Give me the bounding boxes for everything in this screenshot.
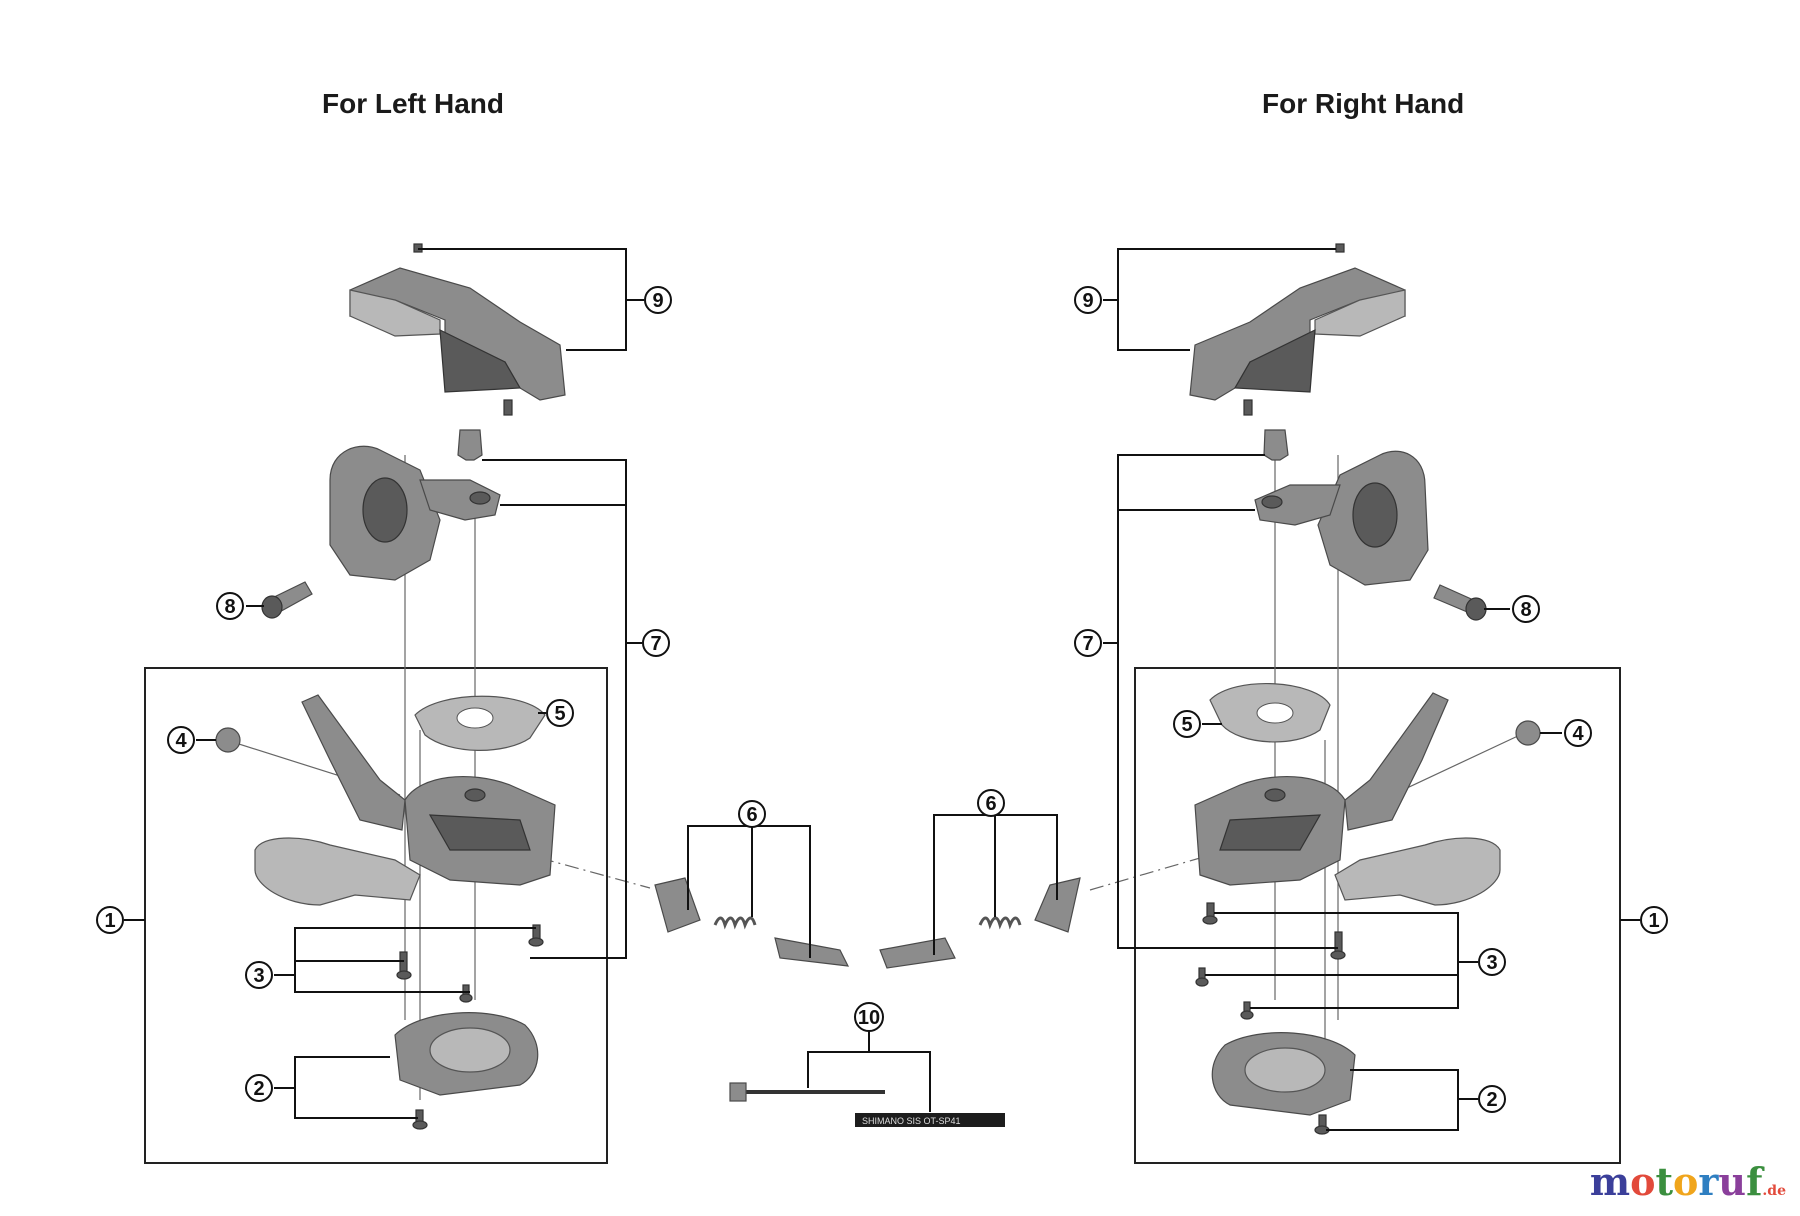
motoruf-watermark-logo: motoruf.de [1589,1159,1786,1204]
left-shifter-body-part [254,694,556,906]
left-adjuster-bolt-part [774,937,850,967]
callout-6-left-label: 6 [746,804,757,826]
callout-8-left-label: 8 [224,596,235,618]
left-unit-frame [144,667,608,1164]
center-leader-10 [807,1051,931,1112]
left-clamp-bolt-part [261,581,313,619]
center-parts: SHIMANO SIS OT-SP41 [654,814,1201,1127]
heading-right-hand: For Right Hand [1262,88,1465,119]
right-leader-7 [1117,454,1338,949]
callout-4-left [167,726,195,754]
right-lower-housing-part [1211,1032,1356,1135]
callout-10 [854,1002,884,1032]
callout-7-right [1074,629,1102,657]
left-cap-part [215,727,241,753]
callout-8-left [216,592,244,620]
center-leader-6-left [687,825,811,958]
right-cap-part [1515,720,1541,746]
left-cover-part [349,243,566,416]
cable-housing-part [855,1113,1005,1127]
callout-4-left-label: 4 [175,730,187,752]
callout-7-left [642,629,670,657]
right-cable-dash-line [1089,857,1201,891]
callout-2-right-label: 2 [1486,1089,1497,1111]
callout-7-left-label: 7 [650,633,661,655]
right-clamp-bolt-part [1433,584,1487,621]
left-lower-housing-part [394,1012,539,1130]
callout-8-right [1512,595,1540,623]
right-screws-part [1195,902,1346,1020]
callout-3-left-label: 3 [253,965,264,987]
callout-8-right-label: 8 [1520,599,1531,621]
callout-3-right-label: 3 [1486,952,1497,974]
left-clamp-part [329,429,501,581]
right-plate-part [1209,682,1331,743]
callout-9-right [1074,286,1102,314]
right-cover-part [1189,243,1406,416]
left-spring-part [713,916,757,930]
right-adjuster-bolt-part [879,937,956,969]
callout-1-right-label: 1 [1648,910,1659,932]
callout-2-right [1478,1085,1506,1113]
left-screws-part [396,924,544,1003]
callout-4-right [1564,719,1592,747]
callout-7-right-label: 7 [1082,633,1093,655]
callout-9-right-label: 9 [1082,290,1093,312]
right-spring-part [978,916,1022,930]
right-unit-frame [1134,667,1621,1164]
cable-print-text: SHIMANO SIS OT-SP41 [862,1116,961,1126]
right-assembly [1103,243,1640,1164]
callout-9-left [644,286,672,314]
callout-1-left [96,906,124,934]
left-plate-part [414,695,546,751]
callout-1-right [1640,906,1668,934]
callout-6-right [977,789,1005,817]
right-shifter-body-part [1194,692,1501,906]
left-leader-7 [482,459,627,959]
callout-4-right-label: 4 [1572,723,1584,745]
callouts: 9 7 8 5 4 1 3 2 6 6 10 9 7 8 5 4 [96,286,1668,1113]
callout-6-left [738,800,766,828]
callout-2-left [245,1074,273,1102]
callout-6-right-label: 6 [985,793,996,815]
right-barrel-part [1034,877,1081,933]
callout-1-left-label: 1 [104,910,115,932]
callout-5-right-label: 5 [1181,714,1192,736]
cable-nipple-part [729,1082,747,1102]
left-assembly [124,243,651,1164]
heading-left-hand: For Left Hand [322,88,504,119]
callout-3-right [1478,948,1506,976]
callout-5-right [1173,710,1201,738]
callout-5-left [546,699,574,727]
left-barrel-part [654,877,701,933]
right-leader-3 [1214,912,1459,1009]
callout-3-left [245,961,273,989]
callout-10-label: 10 [858,1007,880,1029]
left-cable-dash-line [539,857,651,889]
right-clamp-part [1254,429,1429,586]
callout-2-left-label: 2 [253,1078,264,1100]
callout-5-left-label: 5 [554,703,565,725]
callout-9-left-label: 9 [652,290,663,312]
